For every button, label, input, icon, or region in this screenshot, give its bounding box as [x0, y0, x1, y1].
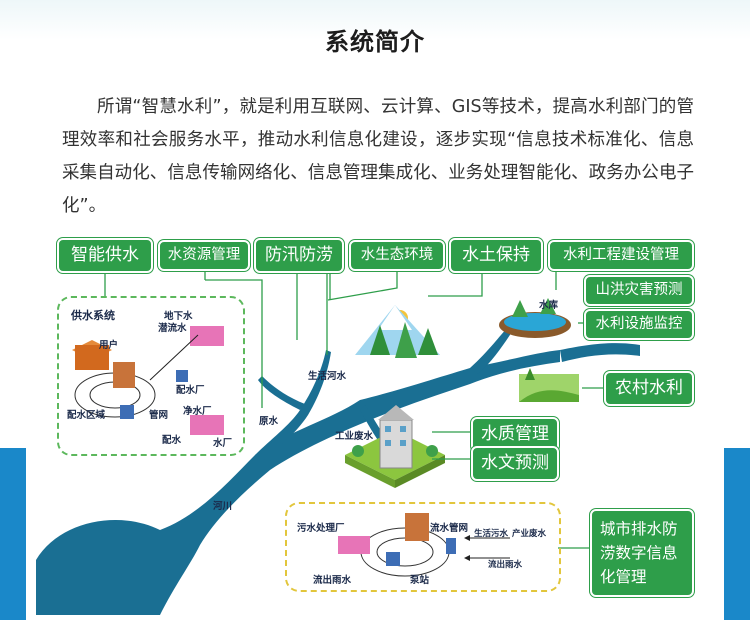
supply-system-box: [57, 296, 245, 456]
map-river: 河川: [213, 501, 233, 512]
sewage-rainwater-out: 流出雨水: [313, 575, 352, 586]
label-facility-monitor: 水利设施监控: [584, 309, 694, 340]
intro-paragraph: 所谓“智慧水利”，就是利用互联网、云计算、GIS等技术，提高水利部门的管理效率和…: [62, 97, 694, 216]
sewage-pump-station: 泵站: [410, 575, 430, 586]
map-industrial-wastewater: 工业废水: [335, 431, 374, 442]
sewage-pipe-network: 流水管网: [430, 523, 469, 534]
label-water-resource: 水资源管理: [158, 240, 250, 271]
label-city-drainage: 城市排水防涝数字信息化管理: [590, 509, 694, 597]
supply-user: 用户: [99, 340, 119, 351]
supply-subsurface: 潜流水: [158, 323, 187, 334]
label-smart-supply: 智能供水: [57, 238, 153, 273]
supply-pipe-network: 管网: [149, 410, 169, 421]
left-blue-bar: [0, 448, 26, 620]
sewage-domestic: 生活污水: [474, 529, 509, 539]
supply-plant: 水厂: [213, 438, 233, 449]
label-water-ecology: 水生态环境: [349, 240, 445, 271]
map-reservoir: 水库: [539, 300, 559, 311]
supply-groundwater: 地下水: [164, 311, 193, 322]
right-blue-bar: [724, 448, 750, 620]
supply-illustration: [72, 326, 224, 435]
sewage-illustration: [338, 513, 510, 577]
label-flash-flood: 山洪灾害预测: [584, 275, 694, 306]
label-flood-control: 防汛防涝: [254, 238, 344, 273]
label-engineering: 水利工程建设管理: [548, 240, 694, 271]
sewage-industrial: 产业废水: [512, 529, 547, 539]
industrial-building: [345, 405, 445, 488]
supply-purification: 净水厂: [183, 406, 212, 417]
supply-distribute: 配水: [162, 435, 182, 446]
label-soil-conservation: 水土保持: [449, 238, 543, 273]
label-rural-water: 农村水利: [604, 371, 694, 406]
page-title: 系统简介: [325, 28, 425, 56]
supply-distribution-area: 配水区域: [67, 410, 106, 421]
supply-title: 供水系统: [71, 309, 115, 322]
reservoir: [499, 298, 571, 338]
map-domestic-river: 生活河水: [308, 371, 347, 382]
supply-distribution-plant: 配水厂: [176, 385, 205, 396]
top-decor-band: [0, 0, 750, 40]
sewage-system-box: [285, 502, 561, 592]
map-raw-water: 原水: [259, 416, 279, 427]
label-hydrology: 水文预测: [471, 446, 559, 481]
sewage-treatment-plant: 污水处理厂: [297, 523, 345, 534]
sewage-rainwater-out2: 流出雨水: [488, 560, 523, 570]
mountain-forest: [355, 305, 440, 358]
farm-field: [519, 368, 579, 402]
